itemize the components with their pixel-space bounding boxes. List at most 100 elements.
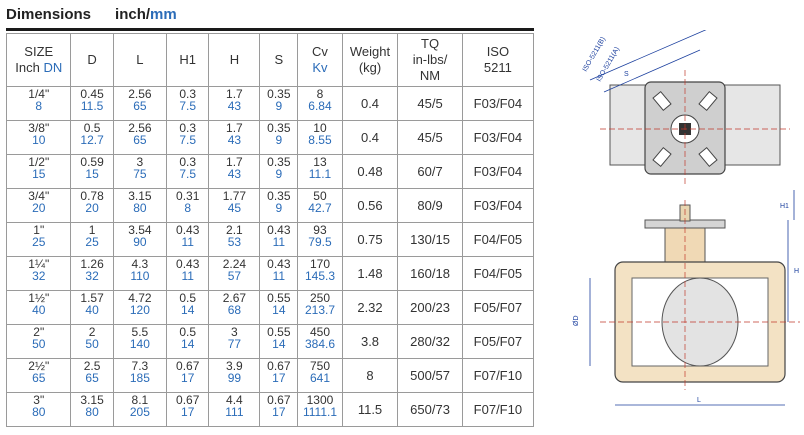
cell-d-metric: 65 (85, 371, 99, 385)
cell-cv-metric: 213.7 (304, 303, 335, 317)
cell-s-metric: 11 (272, 235, 286, 249)
cell-tq: 45/5 (397, 120, 463, 155)
cell-iso: F07/F10 (461, 358, 535, 393)
cell-l-inch: 2.56 (128, 121, 152, 135)
cell-weight: 0.48 (341, 154, 399, 189)
cell-h1-inch: 0.67 (176, 359, 200, 373)
iso-b-line (589, 30, 707, 81)
header-size-inch: Inch (15, 60, 44, 75)
cell-l-metric: 205 (129, 405, 150, 419)
cell-l-inch: 5.5 (131, 325, 149, 339)
cell-l-metric: 75 (133, 167, 147, 181)
cell-h-metric: 68 (227, 303, 242, 317)
cell-weight: 0.75 (341, 222, 399, 257)
cell-d-metric: 40 (85, 303, 99, 317)
cell-l-metric: 110 (130, 269, 150, 283)
header-weight-unit: (kg) (358, 60, 382, 75)
cell-h-metric: 43 (227, 167, 242, 181)
cell-iso: F04/F05 (461, 256, 535, 291)
cell-h-inch: 1.7 (226, 87, 243, 101)
cell-h-metric: 57 (227, 269, 242, 283)
cell-cv-inch: 170 (309, 257, 330, 271)
cell-h1-metric: 17 (181, 371, 195, 385)
cell-s-metric: 9 (275, 201, 283, 215)
cell-cv-inch: 93 (313, 223, 327, 237)
cell-s-inch: 0.35 (267, 87, 291, 101)
cell-l-inch: 3.54 (128, 223, 152, 237)
cell-d-metric: 20 (85, 201, 99, 215)
cell-h1-metric: 11 (181, 269, 194, 283)
mount-slot-4 (698, 146, 718, 168)
header-tq-3: NM (419, 68, 441, 83)
cell-cv-metric: 641 (309, 371, 330, 385)
cell-size-metric: 15 (32, 167, 46, 181)
cell-l-metric: 65 (133, 99, 147, 113)
cell-size: 1/2"15 (5, 154, 72, 189)
cell-h1-metric: 17 (181, 405, 195, 419)
cell-cv-inch: 10 (313, 121, 327, 135)
cell-tq: 160/18 (397, 256, 463, 291)
cell-h-inch: 1.7 (226, 121, 243, 135)
cell-weight: 0.4 (341, 120, 399, 155)
cell-size-metric: 32 (32, 269, 46, 283)
cell-tq: 500/57 (397, 358, 463, 393)
cell-tq: 130/15 (397, 222, 463, 257)
label-h: H (794, 268, 799, 275)
header-cv-top: Cv (312, 44, 328, 59)
cell-h1-inch: 0.3 (179, 121, 197, 135)
cell-size-inch: 3/8" (28, 121, 50, 135)
cell-s-metric: 9 (275, 133, 283, 147)
cell-size: 3"80 (5, 392, 72, 427)
cell-s-inch: 0.67 (267, 359, 291, 373)
cell-l-inch: 8.1 (131, 393, 149, 407)
cell-iso: F05/F07 (461, 324, 535, 359)
unit-mm: mm (150, 5, 177, 23)
cell-weight: 0.56 (341, 188, 399, 223)
header-tq-1: TQ (421, 36, 440, 51)
cell-cv-metric: 1111.1 (302, 405, 337, 419)
cell-iso: F05/F07 (461, 290, 535, 325)
cell-size: 1/4"8 (5, 86, 72, 121)
cell-tq: 45/5 (397, 86, 463, 121)
cell-h1-metric: 7.5 (179, 167, 197, 181)
cell-iso: F03/F04 (461, 154, 535, 189)
cell-weight: 8 (341, 358, 399, 393)
cell-iso: F03/F04 (461, 86, 535, 121)
cell-l-inch: 4.72 (128, 291, 152, 305)
cell-h1-inch: 0.31 (176, 189, 200, 203)
page-heading: Dimensions inch/mm (6, 2, 177, 26)
cell-h-inch: 1.77 (222, 189, 247, 203)
cell-h-metric: 45 (227, 201, 242, 215)
cell-size-inch: 2½" (28, 359, 50, 373)
